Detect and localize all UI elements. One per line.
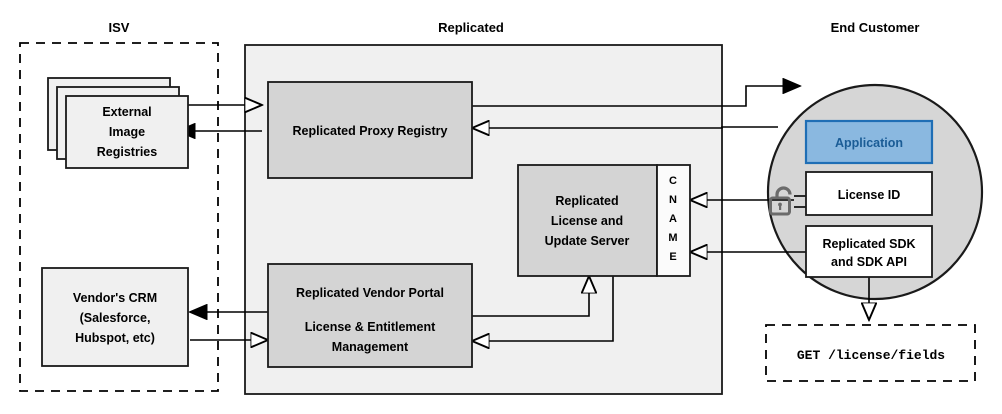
proxy-registry-box — [267, 81, 473, 179]
conn-proxy-to-application — [472, 86, 800, 107]
registries-line-2: Image — [109, 125, 145, 139]
node-replicated-sdk[interactable]: Replicated SDK and SDK API — [805, 225, 933, 278]
node-vendors-crm[interactable]: Vendor's CRM (Salesforce, Hubspot, etc) — [41, 267, 189, 367]
unlocked-padlock-icon — [769, 186, 792, 216]
zone-label-isv: ISV — [109, 20, 130, 35]
license-server-line-3: Update Server — [545, 234, 630, 248]
license-server-line-1: Replicated — [555, 194, 618, 208]
node-application[interactable]: Application — [804, 119, 934, 165]
node-license-id[interactable]: License ID — [805, 171, 933, 216]
cname-letter-e: E — [669, 251, 676, 263]
license-id-box — [805, 171, 933, 216]
crm-line-2: (Salesforce, — [80, 311, 151, 325]
cname-letter-n: N — [669, 194, 677, 206]
api-call-label: GET /license/fields — [797, 348, 945, 363]
application-label: Application — [835, 136, 903, 150]
registries-line-1: External — [102, 105, 151, 119]
replicated-sdk-box — [805, 225, 933, 278]
crm-line-1: Vendor's CRM — [73, 291, 157, 305]
vendor-portal-line-2: License & Entitlement — [305, 320, 436, 334]
application-box — [804, 119, 934, 165]
crm-line-3: Hubspot, etc) — [75, 331, 155, 345]
api-call-box — [765, 324, 976, 382]
node-api-call[interactable]: GET /license/fields — [765, 324, 976, 382]
node-cname-strip[interactable]: C N A M E — [656, 164, 691, 277]
registries-line-3: Registries — [97, 145, 157, 159]
registries-stack-front — [65, 95, 189, 169]
node-proxy-registry[interactable]: Replicated Proxy Registry — [267, 81, 473, 179]
replicated-sdk-line-1: Replicated SDK — [822, 237, 915, 251]
license-server-line-2: License and — [551, 214, 623, 228]
conn-portal-to-license-server — [472, 276, 589, 317]
crm-box — [41, 267, 189, 367]
license-id-label: License ID — [838, 188, 901, 202]
cname-letter-a: A — [669, 213, 677, 225]
node-external-image-registries[interactable]: External Image Registries — [47, 77, 189, 169]
vendor-portal-box — [267, 263, 473, 368]
cname-box — [656, 164, 691, 277]
proxy-registry-label: Replicated Proxy Registry — [293, 124, 448, 138]
conn-license-server-to-portal — [472, 276, 614, 341]
node-license-update-server[interactable]: Replicated License and Update Server — [517, 164, 658, 277]
connector-layer — [178, 86, 869, 341]
zone-label-replicated: Replicated — [438, 20, 504, 35]
cname-letter-m: M — [668, 232, 677, 244]
zone-label-end-customer: End Customer — [831, 20, 920, 35]
replicated-sdk-line-2: and SDK API — [831, 255, 907, 269]
cname-letter-c: C — [669, 175, 677, 187]
zone-isv-boundary — [19, 42, 219, 392]
vendor-portal-line-1: Replicated Vendor Portal — [296, 286, 444, 300]
vendor-portal-line-3: Management — [332, 340, 409, 354]
conn-customer-to-proxy — [472, 127, 778, 128]
node-vendor-portal[interactable]: Replicated Vendor Portal License & Entit… — [267, 263, 473, 368]
